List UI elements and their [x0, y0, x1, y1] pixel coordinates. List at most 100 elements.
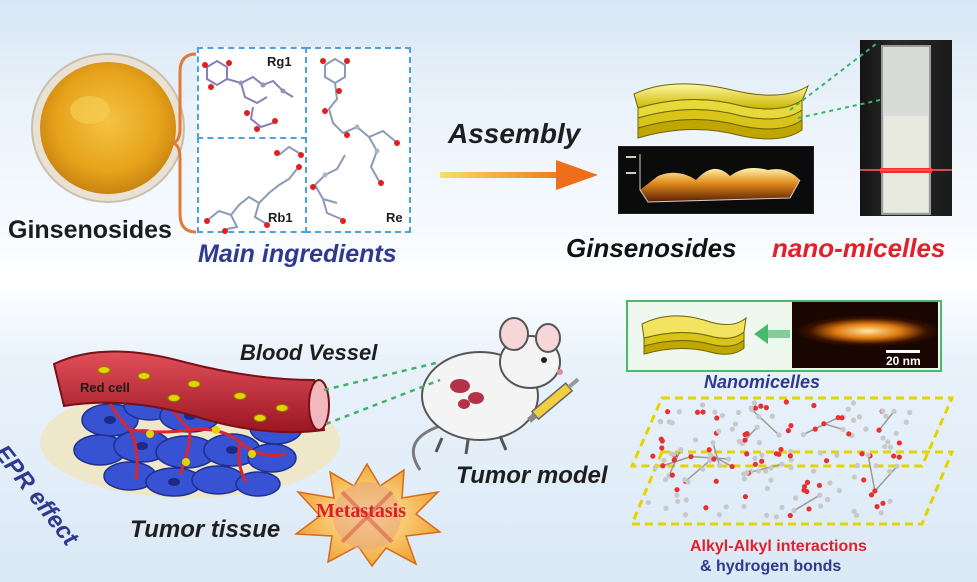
md-atom — [880, 408, 886, 414]
molecule-box-rb1 — [197, 137, 307, 233]
md-atom — [787, 512, 793, 519]
md-atom — [785, 428, 791, 434]
md-atom — [659, 438, 665, 444]
md-atom — [675, 498, 681, 505]
md-atom — [817, 450, 823, 456]
md-atom — [812, 426, 818, 432]
md-atom — [763, 405, 769, 411]
md-atom — [682, 512, 689, 518]
md-atom — [676, 409, 682, 415]
md-atom — [821, 421, 827, 427]
md-atom — [894, 463, 900, 469]
md-atom — [669, 472, 675, 478]
md-atom — [719, 413, 725, 419]
md-atom — [758, 403, 764, 409]
md-atom — [886, 468, 893, 475]
md-atom — [716, 462, 723, 468]
md-atom — [729, 426, 735, 432]
md-atom — [741, 503, 747, 510]
md-atom — [714, 415, 720, 421]
tem-image — [792, 302, 938, 368]
md-atom — [751, 400, 757, 406]
md-atom — [756, 414, 762, 420]
md-atom — [700, 409, 706, 415]
md-atom — [773, 451, 780, 457]
md-atom — [846, 431, 852, 437]
molecular-dynamics-graphic — [629, 396, 955, 526]
md-atom — [764, 512, 770, 518]
section-divider — [0, 288, 977, 290]
md-atom — [873, 463, 879, 469]
red-cell-label: Red cell — [80, 380, 130, 395]
molecule-label-rb1: Rb1 — [268, 210, 293, 225]
md-atom — [674, 487, 680, 493]
nanomicelles-label: Nanomicelles — [704, 372, 821, 392]
md-atom — [882, 443, 888, 450]
md-atom — [836, 487, 843, 494]
md-atom — [692, 437, 699, 443]
assembly-label: Assembly — [448, 118, 581, 149]
md-atom — [876, 427, 882, 433]
md-atom — [853, 512, 860, 518]
md-atom — [703, 505, 709, 511]
md-atom — [891, 408, 897, 414]
md-atom — [907, 409, 913, 416]
md-atom — [732, 421, 739, 427]
md-atom — [769, 413, 775, 419]
md-atom — [768, 465, 774, 471]
md-atom — [811, 402, 817, 409]
md-atom — [854, 462, 861, 468]
md-atom — [818, 503, 824, 509]
tumor-tissue-label: Tumor tissue — [130, 516, 281, 543]
metastasis-label: Metastasis — [316, 500, 406, 522]
md-atom — [851, 508, 857, 514]
md-atom — [752, 455, 758, 462]
md-atom — [845, 406, 851, 412]
md-atom — [885, 439, 891, 445]
md-atom — [711, 456, 717, 462]
md-atom — [752, 405, 759, 411]
md-atom — [716, 512, 723, 518]
md-atom — [744, 451, 750, 457]
md-atom — [874, 504, 880, 510]
md-atom — [664, 409, 671, 415]
syringe-icon — [527, 377, 580, 423]
zoom-arrow-icon — [754, 324, 790, 344]
md-atom — [778, 446, 784, 453]
md-atom — [865, 452, 871, 458]
md-atom — [658, 419, 664, 425]
md-atom — [742, 494, 749, 500]
mouse-icon — [411, 317, 563, 471]
md-atom — [811, 468, 817, 474]
md-atom — [791, 507, 797, 514]
md-atom — [723, 504, 729, 510]
md-atom — [793, 495, 799, 501]
md-atom — [804, 479, 811, 485]
md-atom — [661, 457, 667, 463]
md-atom — [801, 484, 808, 490]
md-atom — [787, 448, 794, 455]
md-atom — [742, 437, 748, 443]
md-atom — [872, 488, 878, 494]
md-atom — [856, 414, 863, 420]
md-atom — [887, 498, 893, 504]
md-atom — [694, 409, 701, 415]
md-atom — [779, 461, 785, 467]
md-atom — [806, 506, 812, 512]
md-atom — [663, 505, 669, 511]
md-atom — [741, 476, 748, 482]
scale-bar — [886, 350, 920, 353]
md-atom — [685, 479, 691, 485]
assembly-arrow-icon — [440, 160, 598, 190]
md-atom — [839, 415, 845, 421]
md-atom — [752, 461, 758, 467]
blood-vessel-label: Blood Vessel — [240, 340, 378, 365]
md-atom — [736, 438, 742, 444]
md-atom — [764, 485, 770, 492]
blood-vessel-graphic — [52, 350, 330, 434]
md-atom — [756, 440, 762, 446]
vessel-mouse-links — [323, 360, 441, 426]
md-atom — [868, 492, 875, 498]
md-atom — [688, 454, 694, 460]
